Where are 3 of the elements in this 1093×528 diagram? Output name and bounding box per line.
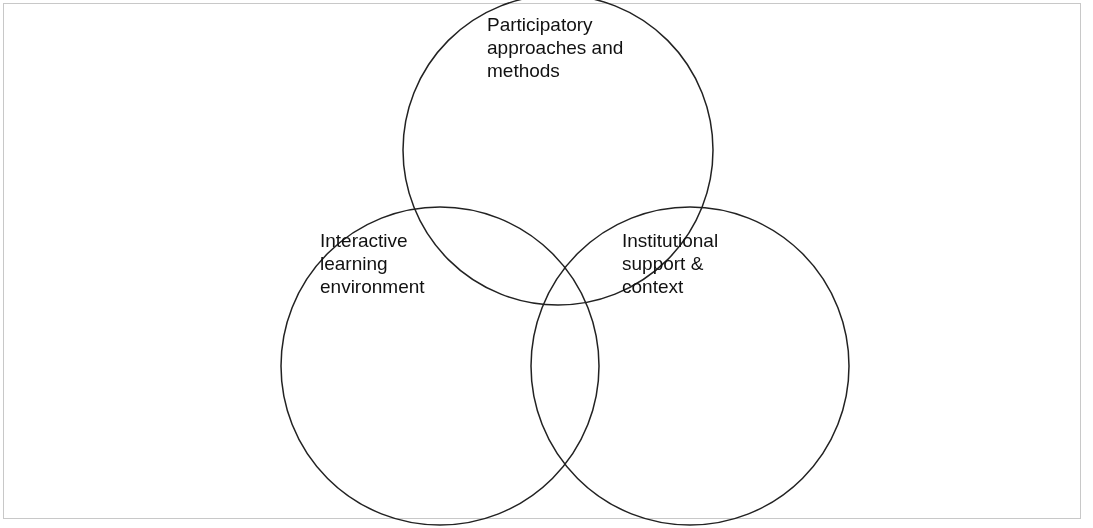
venn-circle [280, 206, 600, 526]
venn-circle [530, 206, 850, 526]
circle-label: Participatory approaches and methods [487, 13, 625, 82]
